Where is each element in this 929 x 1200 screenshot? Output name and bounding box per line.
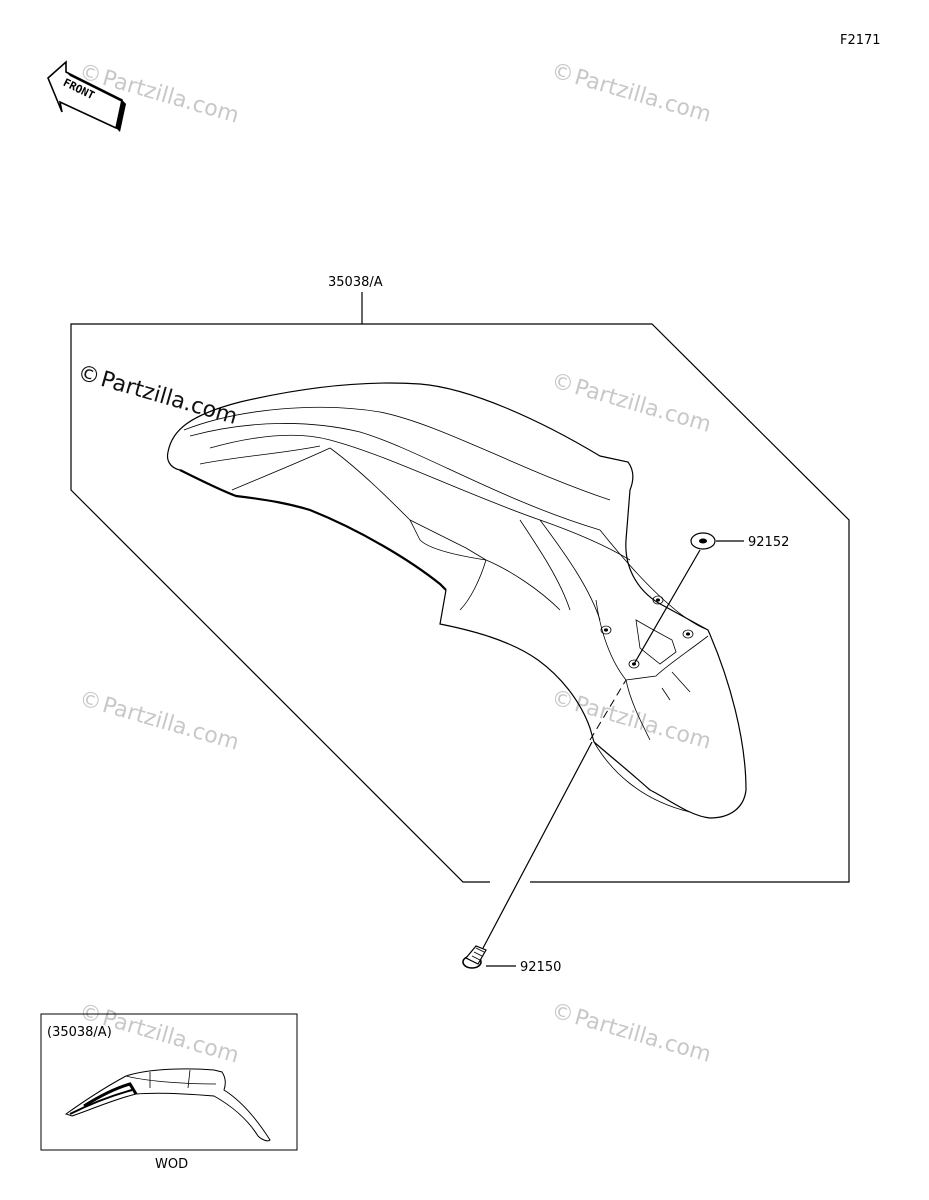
watermark-text: Partzilla.com — [572, 692, 714, 755]
watermark-text: Partzilla.com — [99, 1006, 241, 1069]
bolt-92150[interactable] — [462, 945, 487, 969]
inset-label: (35038/A) — [47, 1025, 112, 1040]
watermark-text: Partzilla.com — [572, 1005, 714, 1068]
watermarks: © Partzilla.com © Partzilla.com © Partzi… — [75, 58, 714, 1068]
front-fender — [166, 382, 747, 819]
inset-fender — [64, 1068, 271, 1142]
watermark-text: Partzilla.com — [572, 375, 714, 438]
part-label-92150[interactable]: 92150 — [520, 960, 561, 975]
figure-code: F2171 — [840, 33, 881, 48]
part-label-35038a[interactable]: 35038/A — [328, 275, 383, 290]
part-label-92152[interactable]: 92152 — [748, 535, 789, 550]
watermark-text: Partzilla.com — [99, 693, 241, 756]
leader-line — [633, 549, 701, 665]
watermark-text: Partzilla.com — [98, 367, 240, 430]
watermark-text: Partzilla.com — [572, 65, 714, 128]
leader-line — [481, 741, 593, 951]
inset-box — [40, 1013, 298, 1151]
assembly-boundary — [70, 323, 850, 883]
inset-caption: WOD — [155, 1157, 188, 1172]
grommet-92152[interactable] — [690, 532, 716, 550]
